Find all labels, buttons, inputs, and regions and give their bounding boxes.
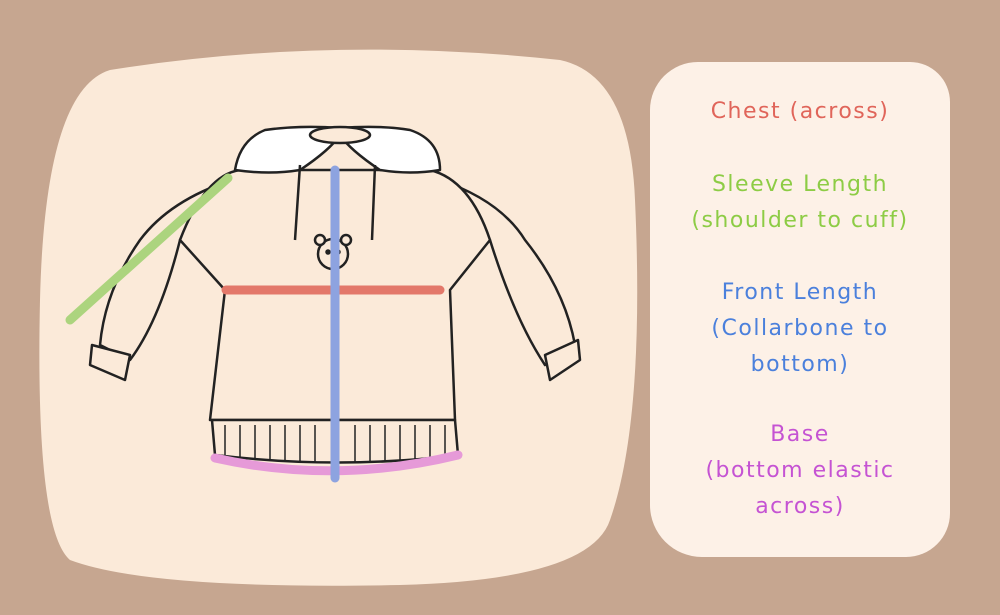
legend-base-detail-1: (bottom elastic <box>705 458 895 483</box>
measurement-legend: Chest (across) Sleeve Length (shoulder t… <box>650 62 950 557</box>
legend-sleeve-detail: (shoulder to cuff) <box>691 208 909 233</box>
sleeve-length-measure-line <box>65 173 233 325</box>
legend-front-detail-2: bottom) <box>750 352 850 377</box>
legend-sleeve-label: Sleeve Length <box>711 172 889 197</box>
legend-front-length: Front Length (Collarbone to bottom) <box>650 275 950 383</box>
legend-sleeve-length: Sleeve Length (shoulder to cuff) <box>650 167 950 239</box>
legend-base-detail-2: across) <box>755 494 845 519</box>
legend-front-detail-1: (Collarbone to <box>711 316 889 341</box>
hem-ribs <box>224 425 446 463</box>
legend-chest-label: Chest (across) <box>710 99 890 124</box>
legend-chest: Chest (across) <box>650 94 950 130</box>
legend-base-label: Base <box>770 422 830 447</box>
legend-front-label: Front Length <box>721 280 879 305</box>
legend-base: Base (bottom elastic across) <box>650 417 950 525</box>
